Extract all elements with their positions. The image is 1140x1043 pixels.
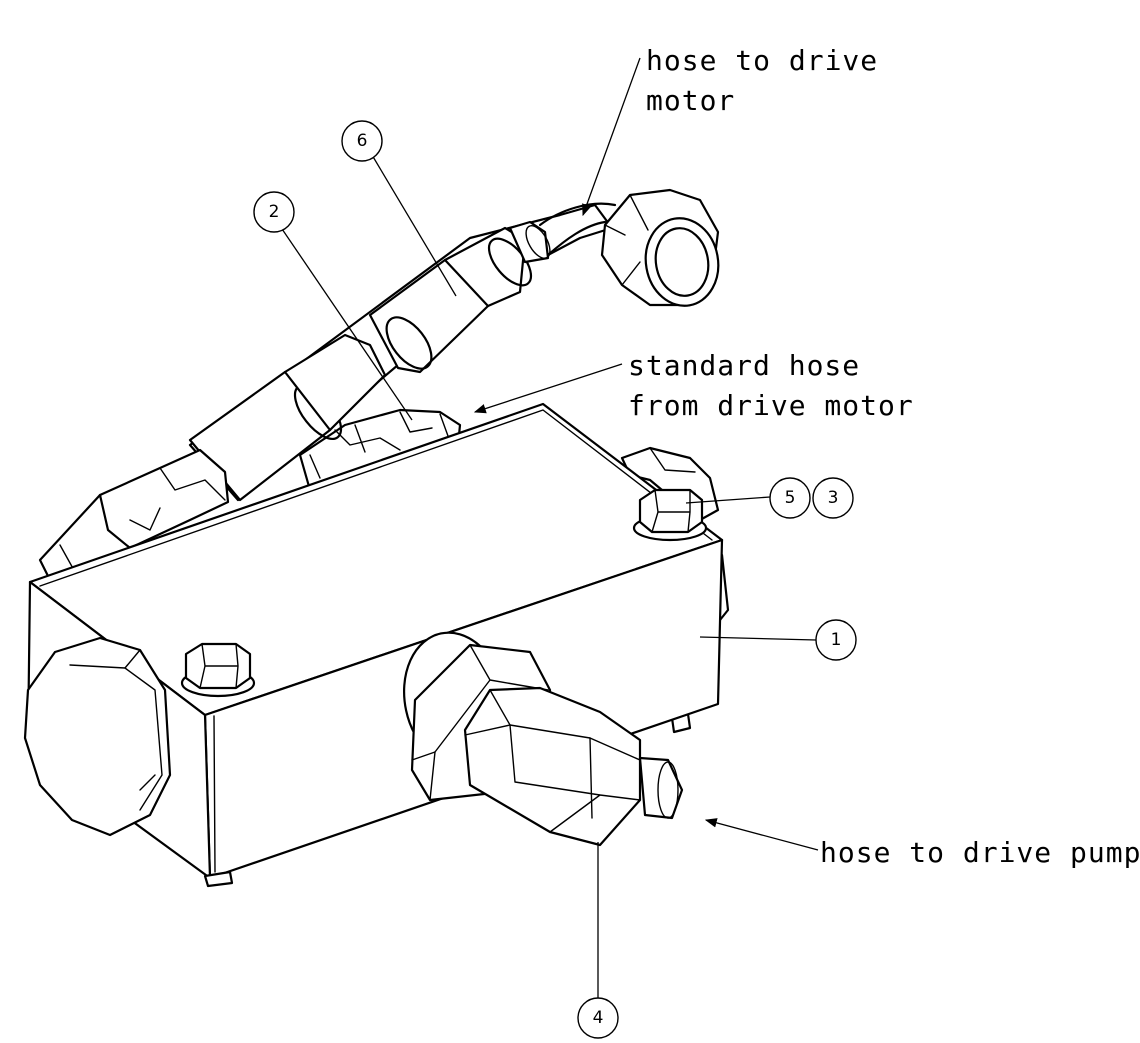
note-line: hose to drive pump (820, 836, 1140, 869)
note-leaders (473, 57, 819, 851)
svg-text:5: 5 (785, 488, 796, 508)
balloon-5: 5 (769, 477, 811, 519)
left-plug (23, 636, 172, 837)
hex-nut-fitting (600, 188, 720, 307)
svg-text:1: 1 (831, 630, 842, 650)
note-line: hose to drive (646, 44, 878, 77)
balloon-1: 1 (815, 619, 857, 661)
svg-text:2: 2 (269, 202, 280, 222)
balloon-6: 6 (341, 120, 383, 162)
svg-text:6: 6 (357, 131, 368, 151)
svg-text:3: 3 (828, 488, 839, 508)
balloon-2: 2 (253, 191, 295, 233)
bolt-right (632, 488, 708, 542)
balloon-4: 4 (577, 997, 619, 1039)
balloon-3: 3 (812, 477, 854, 519)
svg-text:4: 4 (593, 1008, 604, 1028)
note-line: from drive motor (628, 389, 914, 422)
note-hose-to-drive-motor: hose to drive motor (646, 44, 878, 117)
bolt-left (180, 642, 256, 698)
note-hose-to-drive-pump: hose to drive pump (820, 836, 1140, 869)
hose-assembly (38, 188, 720, 582)
note-line: standard hose (628, 349, 860, 382)
note-standard-hose: standard hose from drive motor (628, 349, 914, 422)
front-elbow-fitting (402, 631, 684, 847)
balloon-leaders (279, 154, 817, 1015)
note-line: motor (646, 84, 735, 117)
